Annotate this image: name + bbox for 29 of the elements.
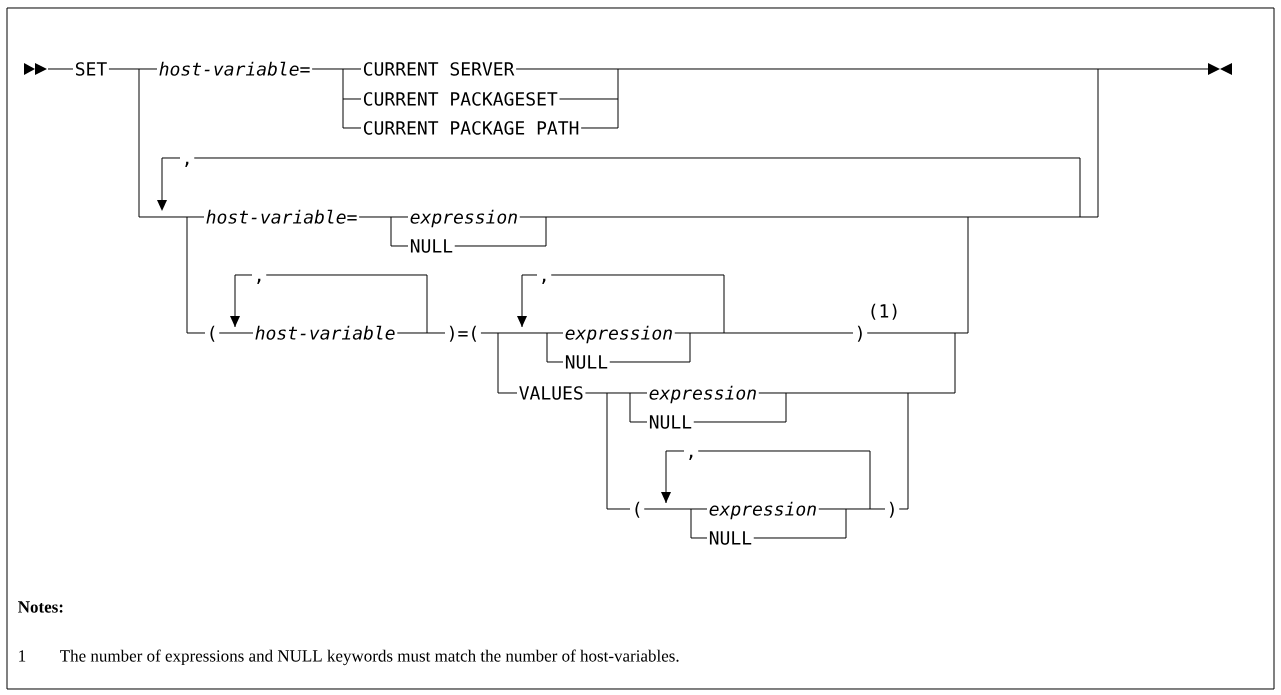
keyword: NULL: [709, 531, 752, 545]
variable: expression: [410, 209, 517, 228]
variable: expression: [565, 325, 672, 344]
separator: ,: [185, 161, 189, 167]
keyword: CURRENT PACKAGESET: [363, 92, 558, 106]
variable: expression: [709, 501, 816, 520]
separator: ,: [542, 278, 546, 284]
footnote-reference: (1): [871, 303, 897, 320]
keyword: SET: [75, 62, 107, 76]
variable: expression: [649, 385, 756, 404]
punctuation: (: [210, 325, 215, 342]
punctuation: ): [857, 325, 862, 342]
note-number: 1: [19, 650, 26, 662]
keyword: CURRENT PACKAGE PATH: [363, 121, 579, 135]
keyword: CURRENT SERVER: [363, 62, 515, 76]
variable: host-variable=: [159, 61, 310, 76]
punctuation: (: [635, 501, 640, 518]
separator: ,: [257, 278, 261, 284]
variable: host-variable: [255, 325, 395, 340]
keyword: NULL: [565, 355, 608, 369]
keyword: VALUES: [519, 386, 583, 400]
punctuation: )=(: [449, 325, 477, 342]
note-text: The number of expressions and NULL keywords must match the number of host-variables.: [60, 649, 679, 666]
notes-heading: Notes:: [18, 601, 63, 613]
keyword: NULL: [410, 239, 453, 253]
separator: ,: [689, 454, 693, 460]
variable: host-variable=: [206, 209, 357, 224]
punctuation: ): [889, 501, 894, 518]
keyword: NULL: [649, 415, 692, 429]
